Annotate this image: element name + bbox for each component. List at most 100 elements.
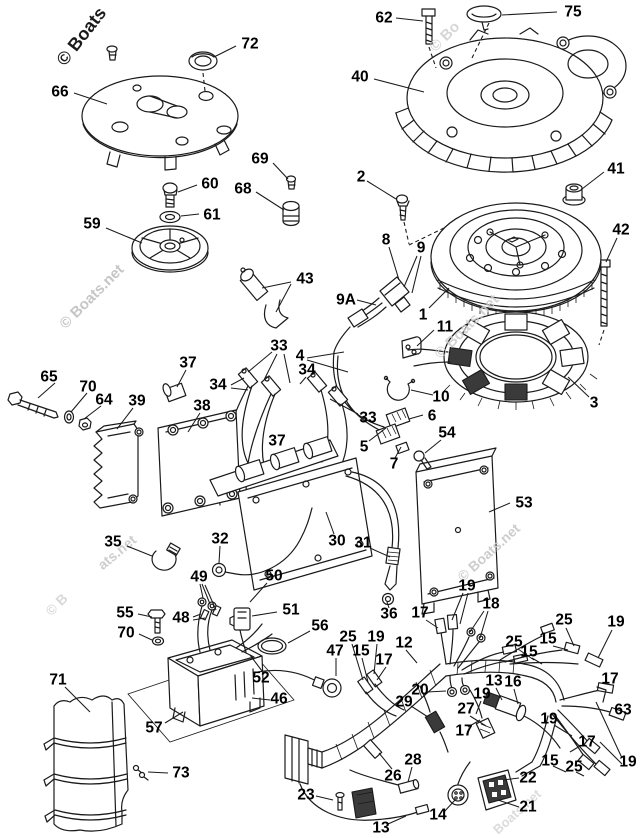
part-64-nut-drawing: [78, 417, 92, 431]
leader-line: [581, 171, 605, 190]
part-label-1: 1: [419, 307, 428, 324]
part-label-36: 36: [380, 606, 398, 623]
part-60-bolt-drawing: [162, 182, 178, 208]
part-label-29: 29: [395, 694, 413, 711]
part-40-housing-drawing: [395, 27, 627, 173]
part-54-screw-drawing: [413, 450, 432, 470]
leader-line-layer: [37, 11, 623, 825]
dashed-alignment-line: [471, 22, 490, 59]
part-label-37: 37: [179, 355, 196, 372]
part-39-powerpack-drawing: [93, 420, 144, 509]
watermark-text: © Boats.net: [454, 520, 523, 584]
leader-line: [605, 237, 618, 263]
watermark-text: © Boats.net: [56, 261, 127, 332]
leader-line: [275, 283, 292, 313]
part-68-spacer-drawing: [282, 200, 300, 227]
leader-line: [552, 645, 569, 651]
part-label-14: 14: [429, 807, 447, 824]
part-label-57: 57: [145, 720, 162, 737]
part-label-2: 2: [357, 169, 366, 186]
part-label-35: 35: [104, 534, 122, 551]
part-label-40: 40: [351, 69, 368, 86]
leader-line: [199, 583, 204, 599]
part-label-23: 23: [297, 787, 315, 804]
part-label-19: 19: [367, 629, 385, 646]
part-label-33: 33: [359, 410, 377, 427]
part-label-56: 56: [311, 618, 329, 635]
leader-line: [37, 382, 56, 399]
leader-line: [247, 351, 273, 373]
part-label-17: 17: [578, 734, 595, 751]
part-35-clamp-drawing: [151, 542, 181, 571]
leader-line: [251, 697, 271, 701]
leader-line: [306, 359, 349, 373]
leader-line: [230, 387, 249, 391]
part-62-bolt-drawing: [421, 8, 436, 45]
part-56-oring-drawing: [257, 637, 287, 655]
part-30-bracket-drawing: [209, 436, 373, 591]
leader-line: [416, 329, 435, 347]
part-label-27: 27: [457, 701, 474, 718]
leader-line: [137, 613, 153, 618]
part-label-50: 50: [265, 568, 282, 585]
part-label-70: 70: [117, 625, 134, 642]
part-label-9: 9: [417, 240, 426, 257]
part-label-54: 54: [438, 425, 456, 442]
part-label-38: 38: [193, 398, 211, 415]
leader-line: [218, 545, 221, 564]
leader-line: [116, 407, 134, 430]
leader-line: [287, 630, 311, 644]
part-label-51: 51: [282, 602, 300, 619]
part-11-block-drawing: [401, 336, 422, 359]
part-label-17: 17: [411, 605, 428, 622]
leader-line: [595, 701, 623, 759]
leader-line: [192, 617, 206, 621]
part-70b-washer-drawing: [151, 636, 165, 646]
part-5-6-7-connectors-drawing: [375, 407, 411, 455]
leader-line: [425, 619, 439, 629]
part-label-22: 22: [519, 770, 536, 787]
part-3-stator-drawing: [407, 311, 598, 410]
leader-line: [187, 412, 201, 433]
part-47-ring-terminal-drawing: [257, 669, 342, 698]
leader-line: [263, 353, 278, 381]
part-label-34: 34: [298, 362, 316, 379]
leader-line: [553, 724, 573, 737]
leader-line: [361, 657, 369, 683]
leader-line: [597, 629, 613, 659]
leader-line: [105, 227, 143, 244]
leader-line: [479, 610, 489, 639]
part-label-15: 15: [539, 631, 557, 648]
part-label-70: 70: [79, 379, 96, 396]
leader-line: [497, 799, 520, 808]
leader-line: [329, 398, 359, 415]
part-72-grommet-drawing: [188, 51, 218, 71]
part-label-13: 13: [485, 673, 503, 690]
leader-line: [147, 771, 169, 774]
leader-line: [386, 601, 390, 609]
leader-line: [249, 582, 268, 603]
watermark-text: © Boats: [52, 3, 110, 69]
part-75-cap-drawing: [466, 5, 502, 31]
part-71-wrap-drawing: [43, 695, 129, 832]
small-screw-drawing: [106, 45, 118, 61]
watermark-text: © B: [42, 590, 71, 619]
part-label-32: 32: [211, 531, 228, 548]
leader-line: [376, 666, 387, 681]
part-61-washer-drawing: [159, 210, 181, 224]
part-label-42: 42: [612, 222, 629, 239]
part-label-46: 46: [270, 691, 288, 708]
leader-line: [469, 610, 485, 633]
leader-line: [325, 511, 335, 535]
part-51-connector-drawing: [229, 607, 251, 653]
dashed-alignment-line: [598, 329, 605, 346]
leader-line: [403, 255, 418, 288]
leader-line: [495, 687, 503, 701]
part-label-5: 5: [360, 439, 369, 456]
part-31-36-wire-drawing: [345, 471, 401, 606]
part-label-60: 60: [201, 176, 218, 193]
part-2-screw-drawing: [395, 194, 410, 221]
part-label-7: 7: [390, 456, 399, 473]
leader-line: [369, 547, 391, 558]
